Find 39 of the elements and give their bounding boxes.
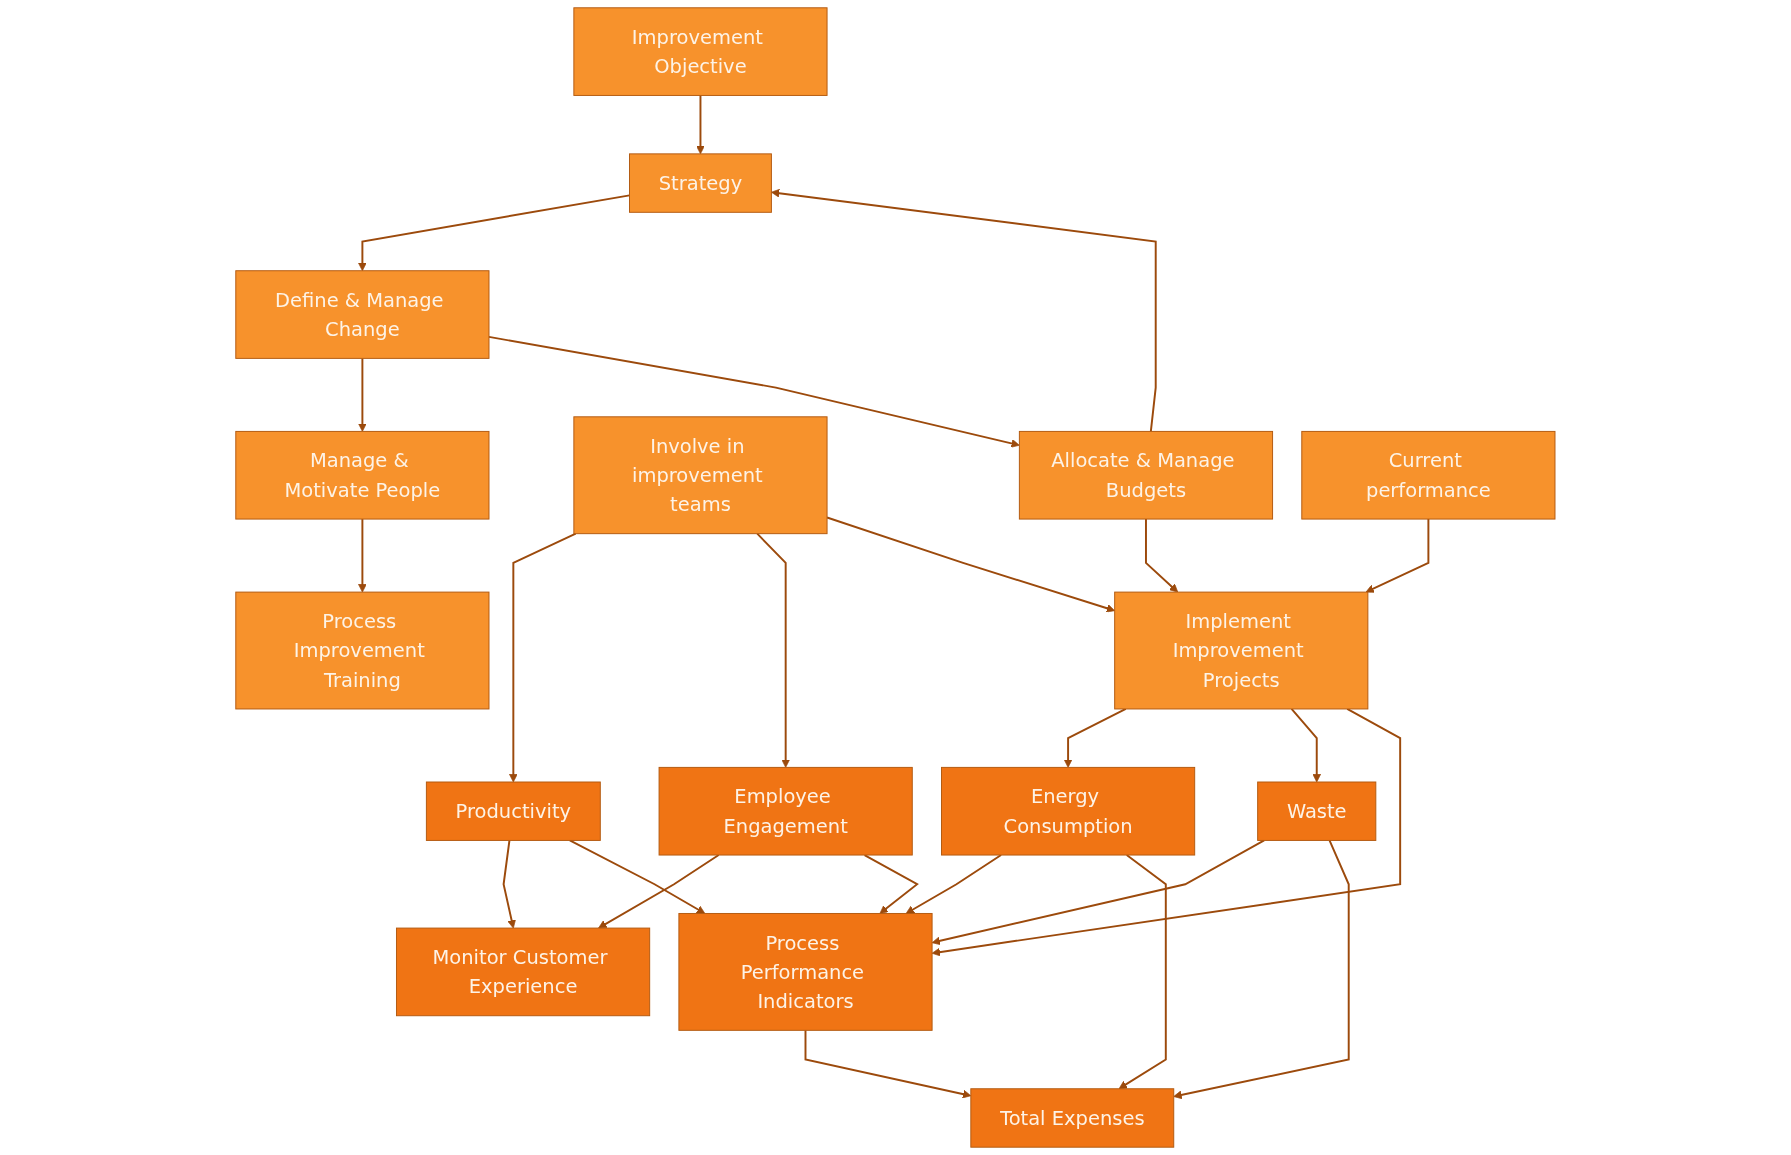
node-box: Strategy <box>629 153 772 213</box>
node-box: Productivity <box>426 781 601 841</box>
arrow <box>905 854 1003 914</box>
arrow <box>1145 518 1179 593</box>
arrow <box>931 708 1402 957</box>
arrow <box>509 532 577 783</box>
arrow <box>1173 839 1350 1100</box>
node-box: Total Expenses <box>970 1088 1175 1148</box>
node-box: Implement Improvement Projects <box>1114 591 1369 710</box>
arrow <box>358 357 367 432</box>
arrow <box>1365 518 1430 593</box>
arrow <box>1118 854 1167 1090</box>
node-box: Waste <box>1257 781 1377 841</box>
arrow <box>696 94 705 155</box>
node-box: Define & Manage Change <box>235 270 490 359</box>
node-box: Energy Consumption <box>941 766 1196 856</box>
node-box: Manage & Motivate People <box>235 430 490 520</box>
node-box: Monitor Customer Experience <box>396 927 651 1017</box>
arrow <box>931 839 1266 946</box>
arrow <box>756 532 791 768</box>
arrow <box>488 335 1020 448</box>
arrow <box>826 516 1116 613</box>
node-box: Improvement Objective <box>573 7 828 96</box>
arrow <box>358 518 367 593</box>
node-box: Involve in improvement teams <box>573 416 828 535</box>
arrow <box>358 194 631 272</box>
arrow <box>863 854 919 914</box>
node-box: Current performance <box>1301 430 1556 520</box>
node-box: Process Improvement Training <box>235 591 490 710</box>
arrow <box>771 188 1157 433</box>
arrow <box>598 854 720 929</box>
node-box: Employee Engagement <box>658 766 913 856</box>
arrow <box>568 839 706 914</box>
arrow <box>1063 708 1127 768</box>
arrow <box>502 839 516 929</box>
node-box: Allocate & Manage Budgets <box>1019 430 1274 520</box>
node-box: Process Performance Indicators <box>678 913 933 1031</box>
arrow <box>1290 708 1322 783</box>
arrow <box>804 1029 972 1099</box>
